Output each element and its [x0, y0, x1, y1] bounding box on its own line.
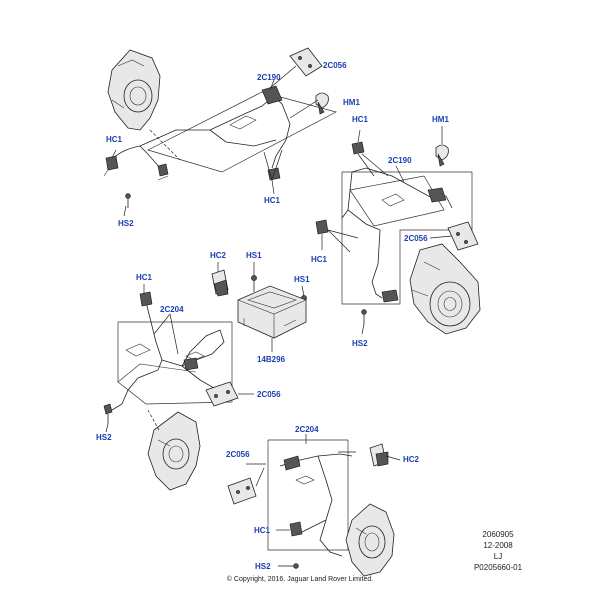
clip-hc2-bottom: [369, 443, 389, 467]
clip-hc1-right: [315, 219, 329, 235]
wheel-knuckle-bottom-right: [345, 503, 395, 577]
label-2c190-right: 2C190: [388, 156, 412, 165]
label-2c056-bottom: 2C056: [226, 450, 250, 459]
harness-2c204-left: [111, 301, 163, 411]
clip-hc1-left: [103, 155, 119, 177]
label-2c204-left: 2C204: [160, 305, 184, 314]
label-2c056-top: 2C056: [323, 61, 347, 70]
label-2c056-right: 2C056: [404, 234, 428, 243]
clip-hc1-bottom: [289, 521, 303, 537]
bracket-2c056-right: [447, 221, 479, 251]
label-hs2-bottom: HS2: [255, 562, 271, 571]
label-hc2-bottom: HC2: [403, 455, 420, 464]
right-group-frame: [341, 171, 473, 305]
label-2c190-top: 2C190: [257, 73, 281, 82]
label-hs1-mid2: HS1: [294, 275, 310, 284]
screw-hs2-bottom: [278, 563, 299, 569]
bracket-2c056-lower: [205, 381, 239, 407]
label-hs2-lower: HS2: [96, 433, 112, 442]
screw-hs2-left: [125, 193, 131, 208]
screw-hs1-mid: [251, 275, 257, 292]
label-hm1-top: HM1: [343, 98, 360, 107]
meta-code: 2060905: [482, 530, 514, 539]
clip-hc2-mid: [211, 269, 229, 297]
meta-ref: P0205660-01: [473, 563, 523, 572]
label-2c056-lower: 2C056: [257, 390, 281, 399]
bottom-assembly: [227, 434, 401, 577]
label-hc1-lower: HC1: [136, 273, 153, 282]
label-hc1-left: HC1: [106, 135, 123, 144]
top-left-assembly: [103, 47, 337, 217]
clip-hm1-top: [315, 92, 329, 115]
clip-hc1-lower: [139, 291, 153, 307]
bracket-2c056-top: [289, 47, 323, 77]
wheel-knuckle-lower-left: [147, 411, 201, 491]
middle-left-assembly: [103, 262, 307, 491]
label-hm1-right: HM1: [432, 115, 449, 124]
harness-panel-top: [147, 91, 337, 173]
label-hs2-right: HS2: [352, 339, 368, 348]
harness-2c190-right: [351, 167, 453, 209]
label-14b296: 14B296: [257, 355, 286, 364]
label-hs1-mid: HS1: [246, 251, 262, 260]
meta-initials: LJ: [493, 552, 503, 561]
bracket-2c056-bottom: [227, 477, 257, 505]
module-14b296: [237, 285, 307, 339]
middle-left-frame: [117, 321, 233, 405]
meta-date: 12-2008: [483, 541, 513, 550]
copyright-notice: © Copyright, 2016. Jaguar Land Rover Lim…: [226, 576, 374, 583]
label-hc1-right-top: HC1: [352, 115, 369, 124]
right-assembly: [315, 126, 481, 335]
clip-hm1-right: [435, 144, 449, 167]
clip-hc1-right-top: [351, 141, 365, 155]
label-2c204-bottom: 2C204: [295, 425, 319, 434]
screw-hs2-lower: [103, 403, 113, 424]
label-hc1-mid: HC1: [264, 196, 281, 205]
label-hc1-bottom: HC1: [254, 526, 271, 535]
wheel-knuckle-top-left: [107, 49, 161, 131]
label-hs2-left: HS2: [118, 219, 134, 228]
screw-hs2-right: [361, 309, 367, 324]
wheel-knuckle-right: [409, 243, 481, 335]
bottom-group-frame: [267, 439, 349, 551]
label-hc2-mid: HC2: [210, 251, 227, 260]
label-hc1-right: HC1: [311, 255, 328, 264]
